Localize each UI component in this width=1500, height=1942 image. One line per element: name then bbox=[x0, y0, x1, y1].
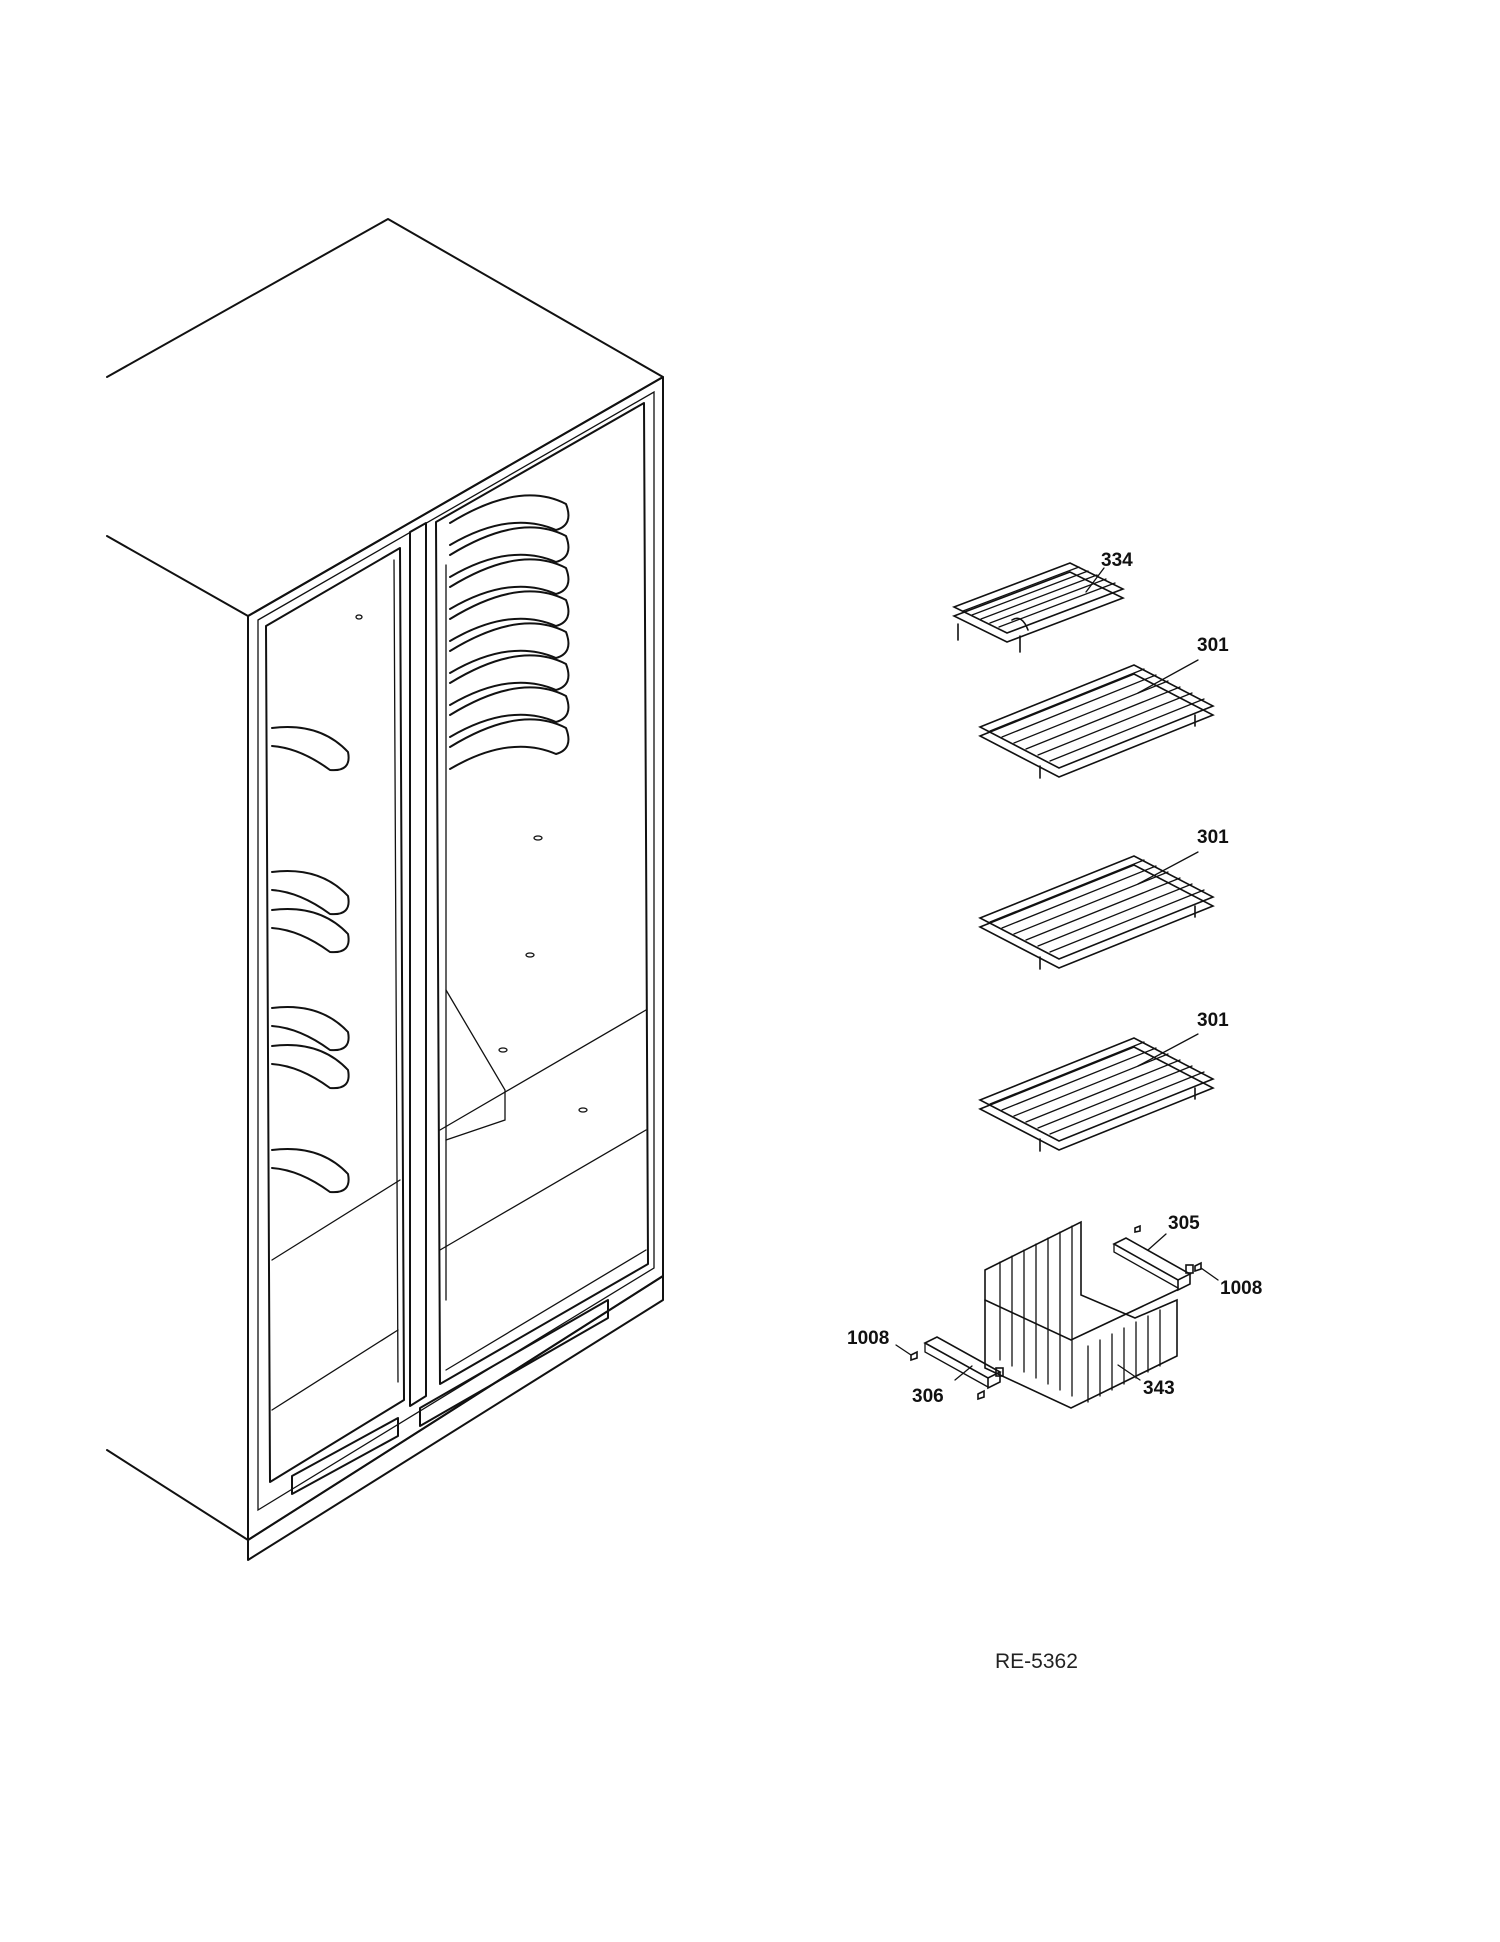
refrigerator-cabinet bbox=[106, 218, 664, 1561]
leader-301-b bbox=[1137, 851, 1199, 885]
leader-305 bbox=[1147, 1233, 1167, 1251]
part-label-306: 306 bbox=[912, 1386, 944, 1407]
screw-1008-right bbox=[1194, 1261, 1202, 1273]
leader-343 bbox=[1117, 1364, 1141, 1381]
leader-1008-right bbox=[1200, 1267, 1219, 1281]
part-label-301-b: 301 bbox=[1197, 827, 1229, 848]
part-label-301-a: 301 bbox=[1197, 635, 1229, 656]
screw-306-bottom bbox=[977, 1389, 985, 1401]
drawing-reference: RE-5362 bbox=[995, 1650, 1078, 1673]
leader-301-a bbox=[1137, 659, 1199, 694]
slide-306 bbox=[923, 1336, 1004, 1390]
leader-1008-left bbox=[895, 1344, 912, 1356]
part-label-343: 343 bbox=[1143, 1378, 1175, 1399]
shelf-301-b bbox=[978, 855, 1215, 970]
shelf-301-a bbox=[978, 664, 1215, 779]
part-label-301-c: 301 bbox=[1197, 1010, 1229, 1031]
leader-301-c bbox=[1137, 1033, 1199, 1067]
part-label-305: 305 bbox=[1168, 1213, 1200, 1234]
slide-305 bbox=[1112, 1237, 1194, 1292]
leader-334 bbox=[1085, 567, 1105, 593]
basket-343 bbox=[984, 1220, 1178, 1409]
leader-306 bbox=[954, 1365, 973, 1381]
screw-305-top bbox=[1134, 1224, 1141, 1233]
shelf-334 bbox=[951, 562, 1126, 653]
screw-1008-left bbox=[910, 1350, 918, 1362]
part-label-1008-right: 1008 bbox=[1220, 1278, 1262, 1299]
shelf-301-c bbox=[978, 1037, 1215, 1152]
part-label-334: 334 bbox=[1101, 550, 1133, 571]
part-label-1008-left: 1008 bbox=[847, 1328, 889, 1349]
